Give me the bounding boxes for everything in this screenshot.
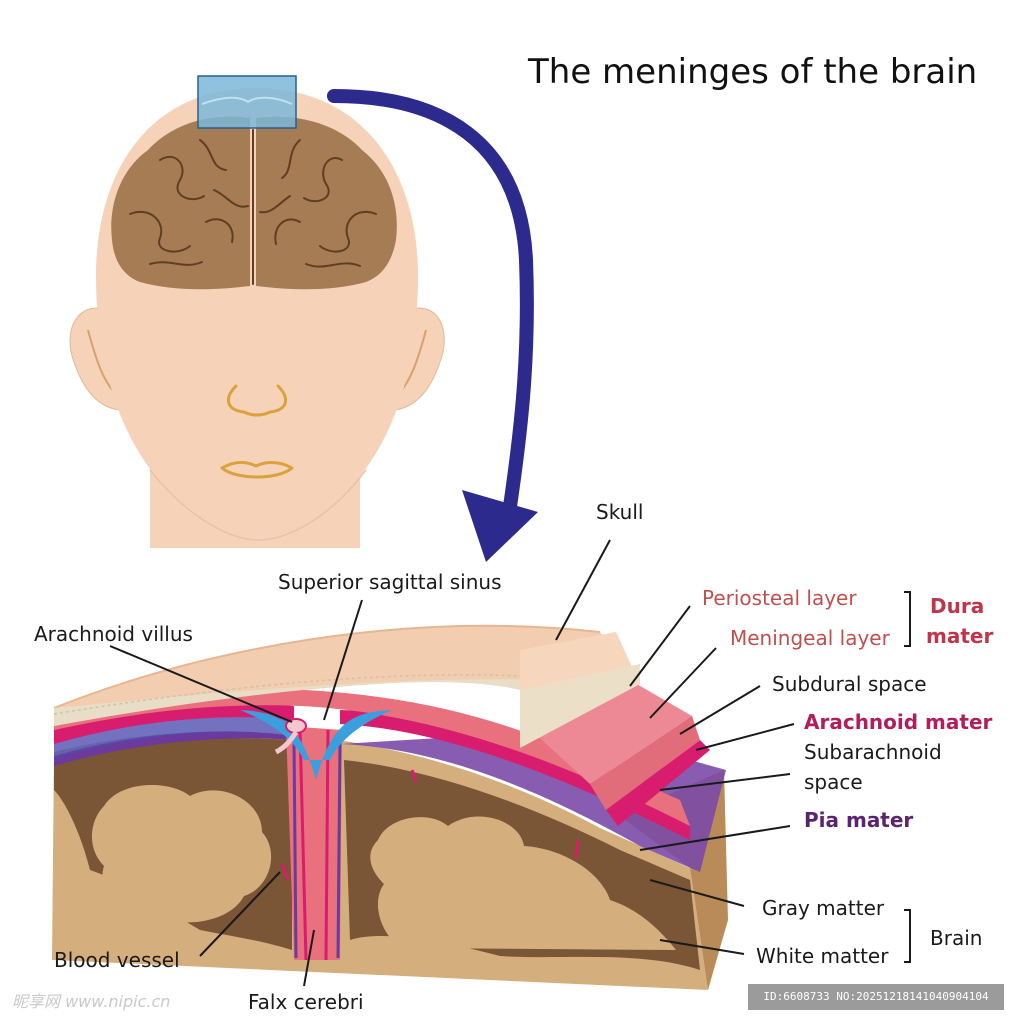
blood-vessel-2 [574,839,580,859]
leader-periosteal [629,605,691,687]
leader-skull [555,539,611,641]
diagram-title: The meninges of the brain [528,52,978,92]
leader-pia [639,825,791,851]
skull-cut-edge [54,679,640,746]
label-dura-mater: mater [926,624,994,648]
label-gray-matter: Gray matter [762,896,885,920]
label-superior-sagittal-sinus: Superior sagittal sinus [278,570,502,594]
watermark-id-badge: ID:6608733 NO:20251218141040904104 [748,984,1004,1010]
label-meningeal-layer: Meningeal layer [730,626,890,650]
leader-sinus [323,599,363,721]
leader-bloodvessel [199,871,281,957]
white-matter-left [91,785,272,923]
label-subarachnoid-space: space [804,770,863,794]
label-periosteal-layer: Periosteal layer [702,586,857,610]
label-subdural-space: Subdural space [772,672,927,696]
leader-falx [303,929,315,987]
label-brain: Brain [930,926,983,950]
label-skull: Skull [596,500,644,524]
label-pia-mater: Pia mater [804,808,914,832]
leader-white [659,939,745,955]
head-illustration [69,75,445,548]
leader-arachnoid [695,723,795,751]
pointer-arrow [327,89,538,562]
label-arachnoid-villus: Arachnoid villus [34,622,193,646]
pia-layer [54,731,294,766]
meninges-cross-section [52,624,728,990]
brain-bracket [904,909,911,963]
arachnoid-layer [54,703,294,744]
white-matter-right [370,816,676,950]
label-falx-cerebri: Falx cerebri [248,990,364,1014]
blood-vessel-3 [280,863,290,881]
leader-lines [109,539,911,987]
watermark-left: 昵享网 www.nipic.cn [12,992,171,1011]
label-white-matter: White matter [756,944,889,968]
superior-sagittal-sinus [240,710,392,780]
leader-gray [649,879,745,907]
blood-vessel-1 [410,769,418,783]
label-arachnoid-mater: Arachnoid mater [804,710,993,734]
dura-bracket [904,591,911,647]
mouth [220,461,294,479]
leader-villus [109,645,293,723]
brain-illustration [111,116,397,290]
leader-subarachnoid [659,773,791,791]
label-dura: Dura [930,594,985,618]
leader-meningeal [649,647,717,719]
label-blood-vessel: Blood vessel [54,948,180,972]
label-subarachnoid: Subarachnoid [804,740,942,764]
nose [227,384,287,417]
leader-subdural [679,685,761,735]
